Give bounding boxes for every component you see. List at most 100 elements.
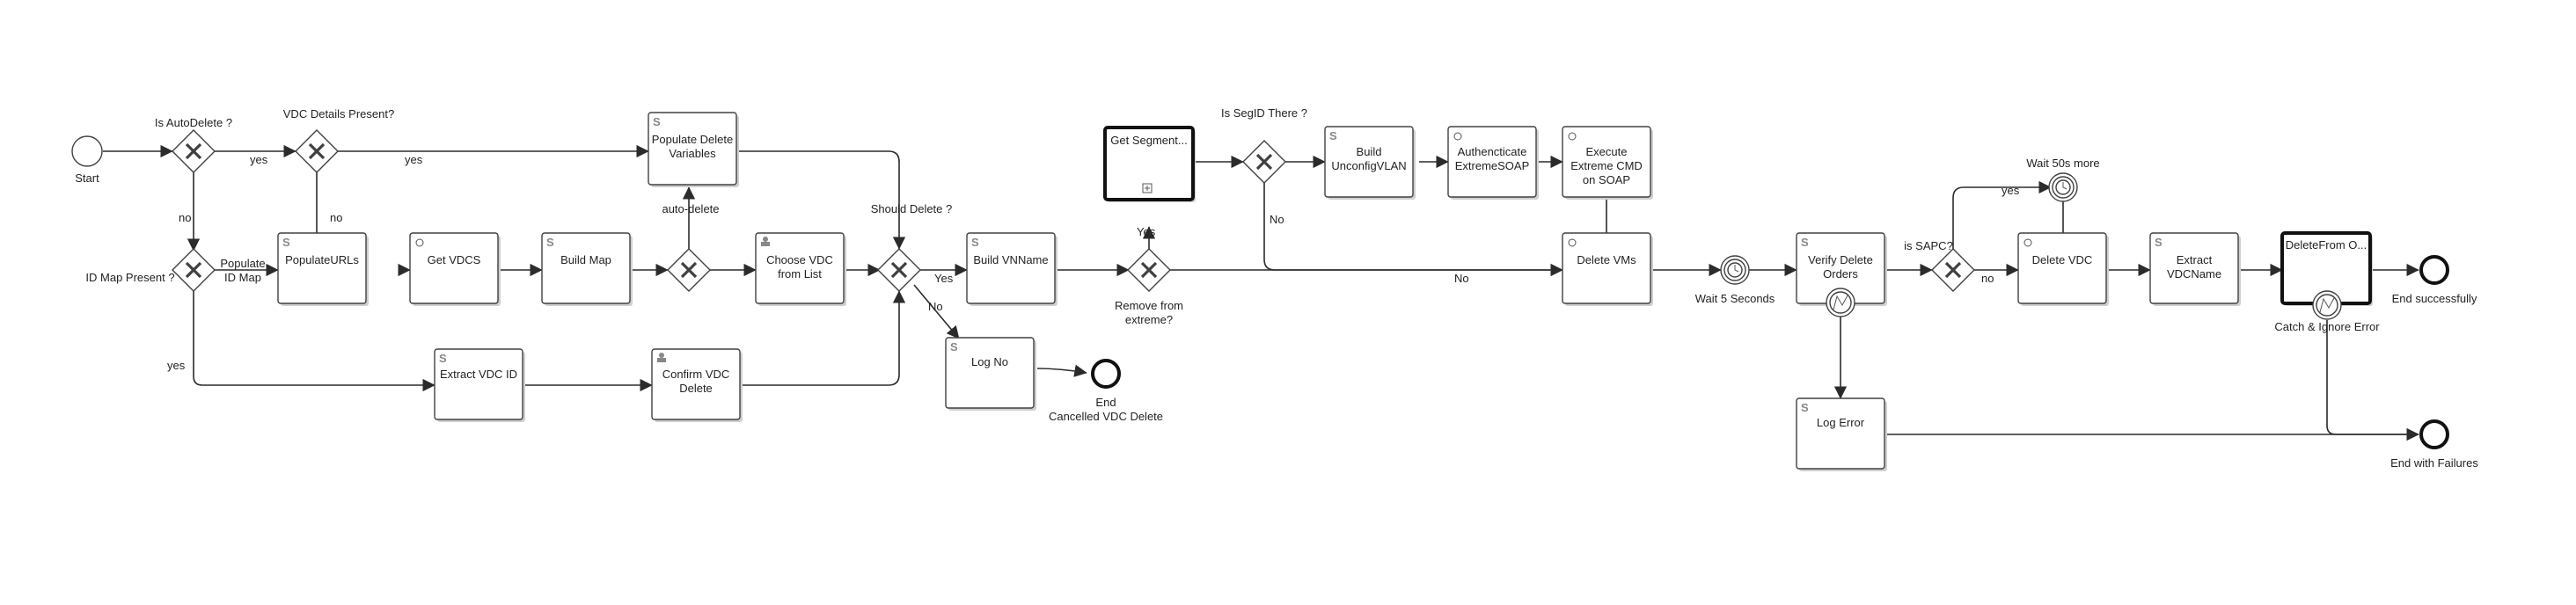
error-boundary-icon[interactable] <box>2312 290 2342 320</box>
task-label: Extract <box>2177 253 2213 266</box>
task-label: Log No <box>971 355 1008 368</box>
svg-text:S: S <box>950 340 958 354</box>
gateway-auto-delete[interactable] <box>667 248 711 292</box>
task-populate-urls[interactable]: S <box>277 232 369 306</box>
flow-label: no <box>330 211 342 224</box>
sequence-flows <box>103 144 2419 441</box>
wait-50-label: Wait 50s more <box>2026 157 2099 170</box>
task-label: Get VDCS <box>428 253 481 266</box>
end-cancelled-label: Cancelled VDC Delete <box>1049 410 1163 423</box>
svg-text:S: S <box>2155 236 2163 249</box>
flow-label: No <box>928 300 943 313</box>
svg-text:S: S <box>1801 401 1809 414</box>
svg-text:S: S <box>546 236 554 249</box>
task-label: Authencticate <box>1458 145 1527 158</box>
task-label: Delete VMs <box>1577 253 1636 266</box>
gateway-vdc-details[interactable] <box>295 129 339 173</box>
svg-text:S: S <box>1801 236 1809 249</box>
task-verify-delete-orders[interactable]: S <box>1796 232 1887 306</box>
task-label: Execute <box>1586 145 1628 158</box>
task-label: from List <box>778 267 822 281</box>
task-populate-delete-variables[interactable]: S <box>648 112 739 187</box>
task-build-unconfigvlan[interactable]: S <box>1324 126 1416 200</box>
flow-label: yes <box>250 153 268 166</box>
gateway-label: is SAPC? <box>1904 239 1953 252</box>
task-extract-vdc-id[interactable]: S <box>434 348 525 422</box>
gateway-segid[interactable] <box>1242 140 1286 184</box>
task-label: Verify Delete <box>1808 253 1873 266</box>
task-label: Extract VDC ID <box>440 368 517 381</box>
gateway-label: Remove from <box>1115 299 1183 312</box>
task-label: DeleteFrom O... <box>2286 238 2367 251</box>
task-delete-vdc[interactable] <box>2017 232 2109 306</box>
task-get-segment[interactable] <box>1103 126 1196 202</box>
wait-5-label: Wait 5 Seconds <box>1695 292 1775 305</box>
wait-50-timer-event[interactable] <box>2048 172 2078 202</box>
gateway-should-delete[interactable] <box>877 248 921 292</box>
gateway-label: VDC Details Present? <box>283 107 394 120</box>
svg-text:S: S <box>971 236 979 249</box>
flow-label: Yes <box>1137 225 1156 238</box>
start-label: Start <box>75 171 99 185</box>
task-delete-vms[interactable] <box>1562 232 1653 306</box>
task-label: Build <box>1357 145 1382 158</box>
flow-label: ID Map <box>224 271 261 284</box>
task-label: Build Map <box>560 253 611 266</box>
task-label: Build VNName <box>973 253 1048 266</box>
task-get-vdcs[interactable] <box>409 232 501 306</box>
task-label: Log Error <box>1817 416 1865 429</box>
flow-label: No <box>1454 272 1469 285</box>
start-event[interactable] <box>71 135 103 167</box>
svg-text:S: S <box>1329 129 1337 142</box>
flow-label: yes <box>2002 184 2020 197</box>
task-authenticate-extremesoap[interactable] <box>1447 126 1539 200</box>
gateway-label: ID Map Present ? <box>85 271 174 284</box>
gateway-label: Is AutoDelete ? <box>155 116 232 129</box>
task-label: Populate Delete <box>652 133 734 146</box>
task-label: Extreme CMD <box>1570 159 1643 172</box>
task-choose-vdc[interactable] <box>755 232 846 306</box>
end-success-event[interactable] <box>2419 255 2449 285</box>
gateway-is-sapc[interactable] <box>1931 248 1975 292</box>
end-failures-event[interactable] <box>2419 419 2449 449</box>
task-label: Get Segment... <box>1110 134 1187 147</box>
wait-5-timer-event[interactable] <box>1720 255 1750 285</box>
flow-label: No <box>1270 213 1284 226</box>
flow-label: no <box>179 211 191 224</box>
end-cancelled-label: End <box>1095 396 1116 409</box>
task-label: VDCName <box>2167 267 2221 281</box>
svg-text:S: S <box>439 352 447 365</box>
task-confirm-vdc-delete[interactable] <box>651 348 743 422</box>
gateway-label: extreme? <box>1125 313 1173 326</box>
task-extract-vdcname[interactable]: S <box>2149 232 2241 306</box>
flow-label: yes <box>405 153 423 166</box>
flow-label: no <box>1981 272 1994 285</box>
task-build-vnname[interactable]: S <box>966 232 1057 306</box>
task-label: Variables <box>669 147 716 160</box>
end-failures-label: End with Failures <box>2390 456 2478 470</box>
gateway-remove-extreme[interactable] <box>1127 248 1171 292</box>
task-log-no[interactable]: S <box>945 337 1036 411</box>
gateway-is-autodelete[interactable] <box>172 129 216 173</box>
task-label: PopulateURLs <box>285 253 359 266</box>
task-execute-extreme-cmd[interactable] <box>1562 126 1653 200</box>
task-label: Delete <box>679 382 713 395</box>
gateway-label: Should Delete ? <box>871 202 953 215</box>
flow-label: Populate <box>220 257 265 270</box>
end-success-label: End successfully <box>2392 292 2477 305</box>
svg-text:S: S <box>282 236 290 249</box>
gateway-id-map[interactable] <box>172 248 216 292</box>
task-label: UnconfigVLAN <box>1331 159 1406 172</box>
error-boundary-icon[interactable] <box>1826 288 1855 317</box>
task-build-map[interactable]: S <box>541 232 633 306</box>
gateway-label: Is SegID There ? <box>1221 106 1307 120</box>
task-label: Choose VDC <box>766 253 833 266</box>
task-log-error[interactable]: S <box>1796 397 1887 471</box>
task-delete-from[interactable] <box>2280 231 2373 306</box>
catch-ignore-label: Catch & Ignore Error <box>2274 320 2380 333</box>
flow-label: Yes <box>934 272 954 285</box>
end-cancelled-event[interactable] <box>1091 359 1121 389</box>
svg-text:S: S <box>653 115 661 128</box>
task-label: on SOAP <box>1583 173 1630 186</box>
